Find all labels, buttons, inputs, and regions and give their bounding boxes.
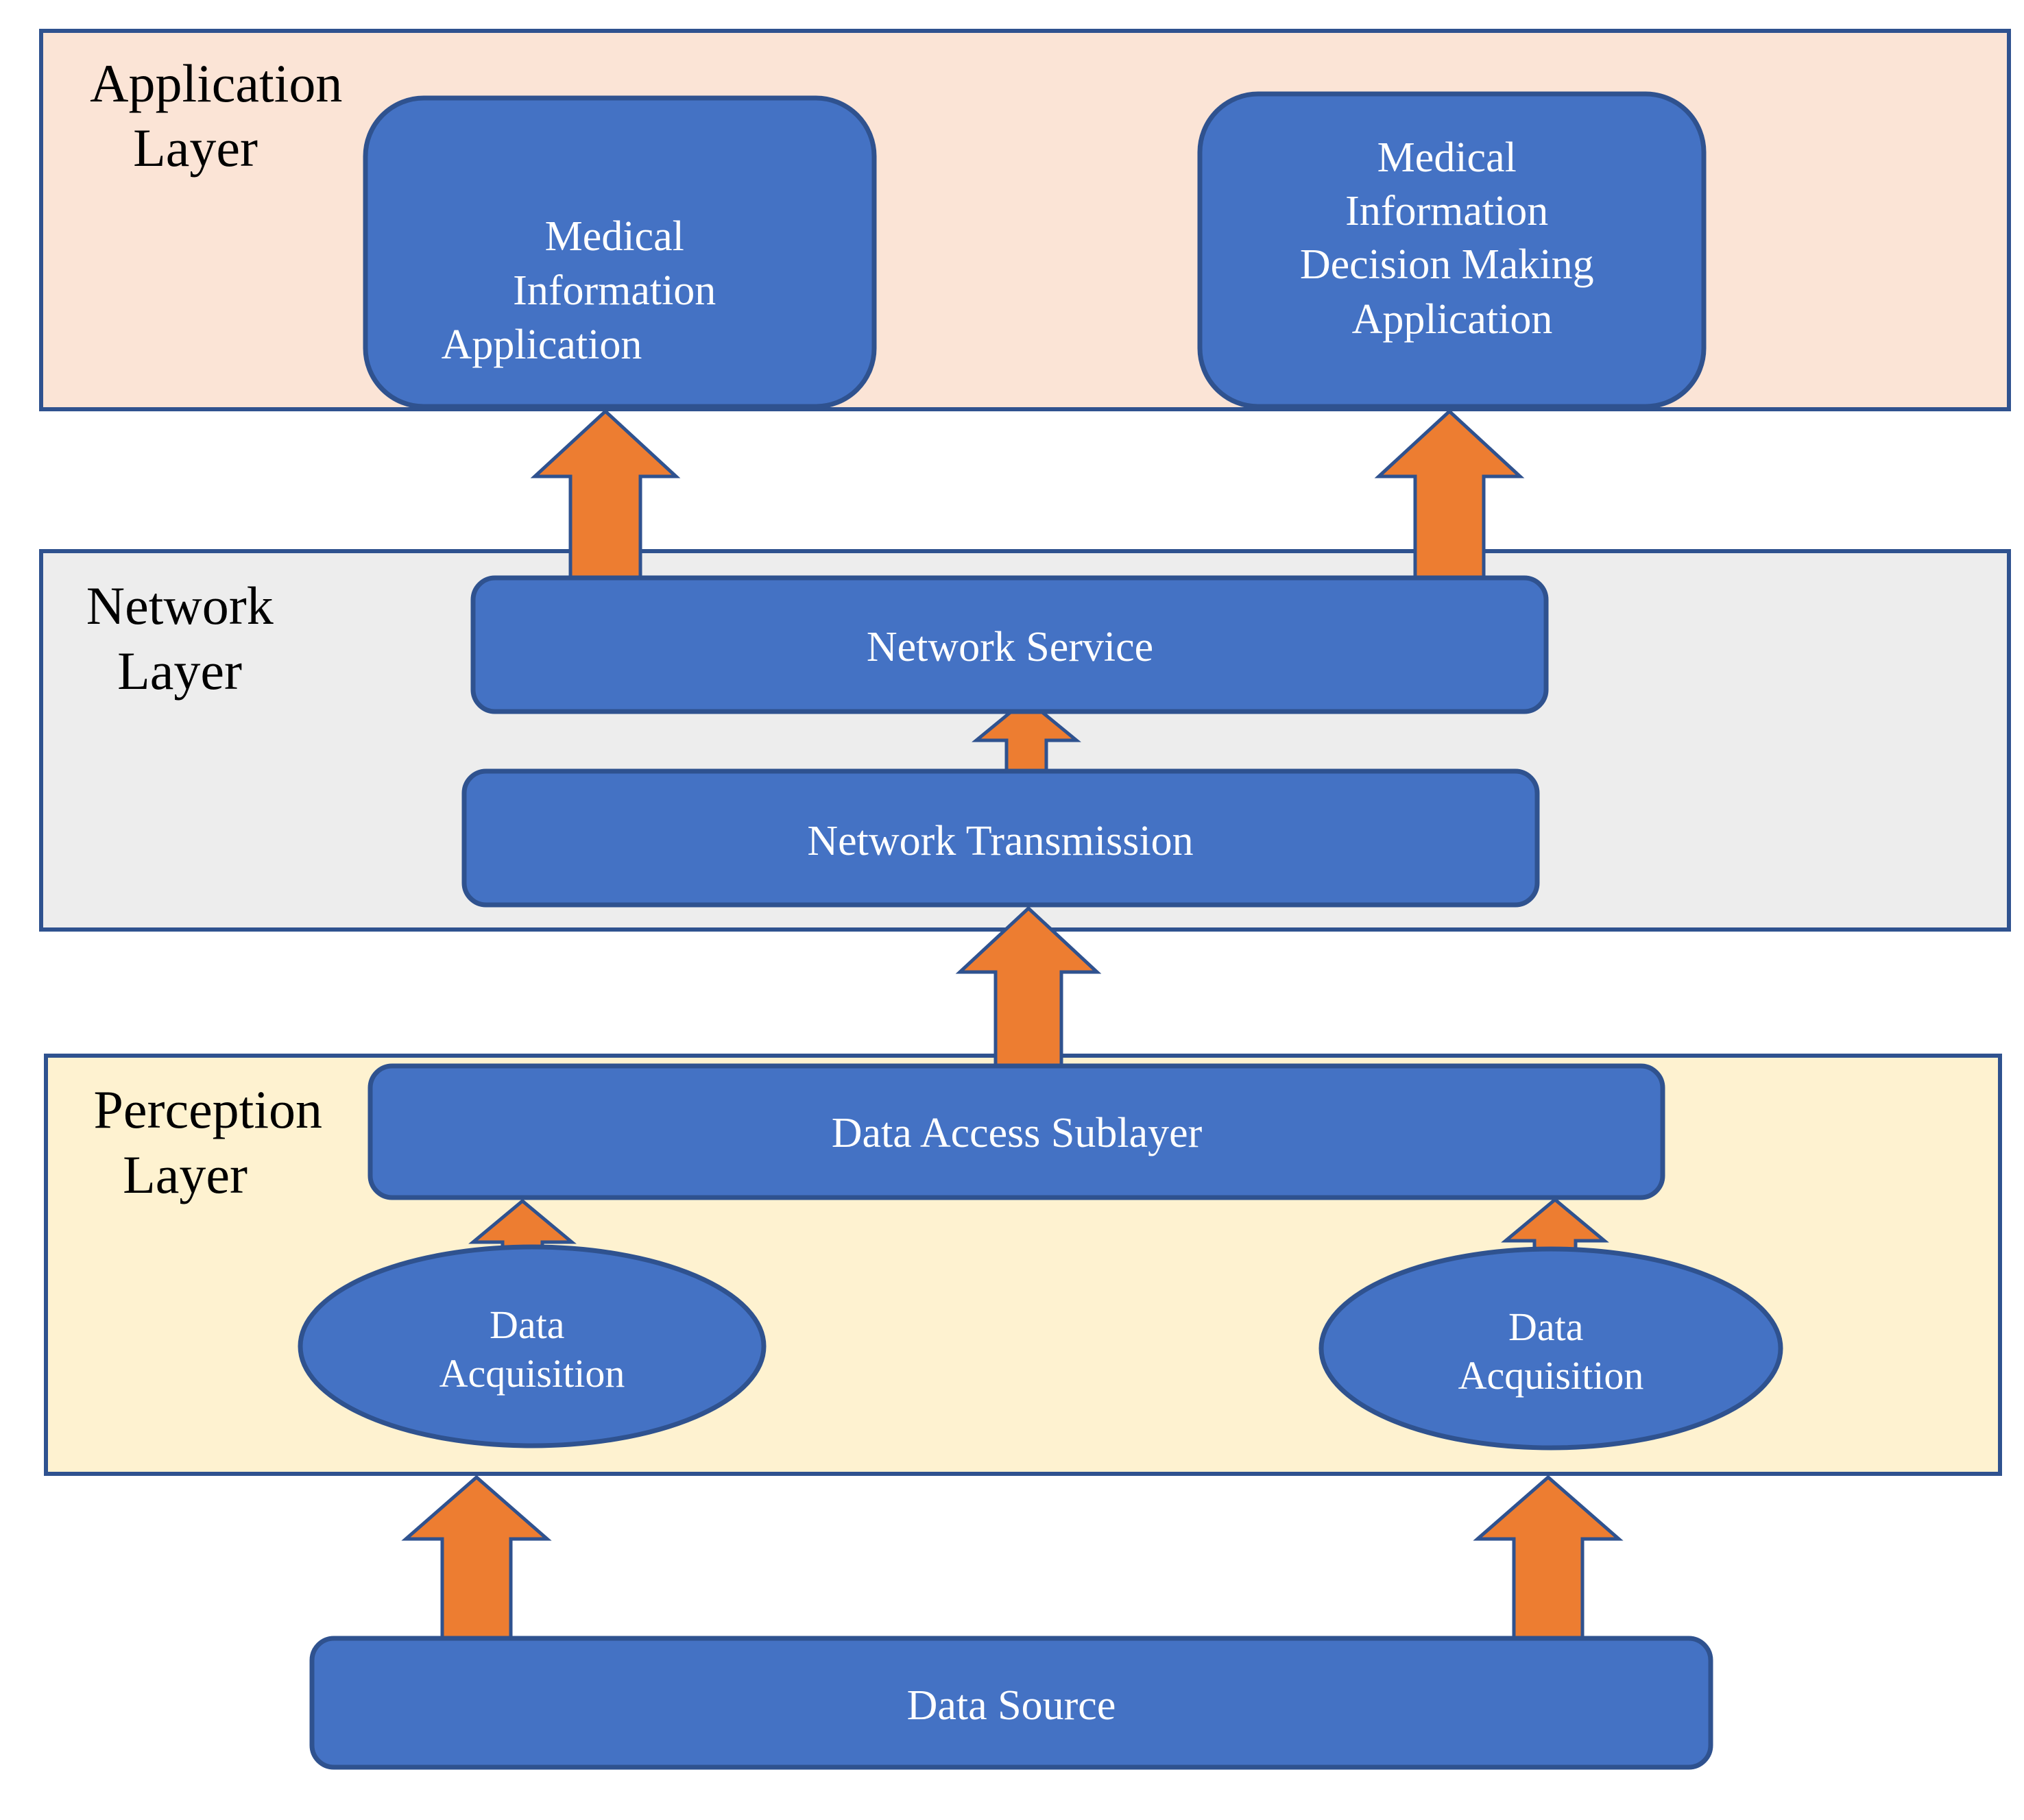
- data-acquisition-left-node: [298, 1244, 767, 1448]
- medical-information-application-line-2: Information: [513, 267, 716, 314]
- application-layer-label: Application Layer: [90, 53, 356, 178]
- data-source-box: [309, 1636, 1713, 1770]
- decision-making-application-line-4: Application: [1352, 296, 1553, 343]
- network-service-label: Network Service: [867, 624, 1153, 670]
- arrow-service-to-medical-app: [530, 409, 681, 581]
- decision-making-application-box: [1197, 91, 1707, 409]
- data-acquisition-left-label: Data Acquisition: [439, 1302, 625, 1396]
- medical-information-application-line-1: Medical: [545, 213, 684, 260]
- network-layer-label-line-1: Network: [86, 576, 274, 635]
- data-acquisition-left-line-2: Acquisition: [439, 1351, 625, 1396]
- arrow-access-to-transmission: [955, 906, 1102, 1071]
- data-source-label: Data Source: [907, 1682, 1116, 1729]
- arrow-service-to-decision-app: [1374, 409, 1525, 581]
- decision-making-application-line-3: Decision Making: [1300, 241, 1594, 288]
- data-access-sublayer-label: Data Access Sublayer: [832, 1110, 1203, 1156]
- data-access-sublayer-box: [368, 1063, 1665, 1200]
- arrow-source-to-acquisition-right: [1473, 1475, 1624, 1644]
- perception-layer-label: Perception Layer: [93, 1080, 335, 1204]
- data-acquisition-right-line-1: Data: [1508, 1305, 1584, 1349]
- perception-layer-label-line-1: Perception: [93, 1080, 322, 1139]
- data-acquisition-left-line-1: Data: [490, 1302, 565, 1347]
- decision-making-application-line-1: Medical: [1377, 134, 1517, 181]
- data-acquisition-right-line-2: Acquisition: [1458, 1353, 1644, 1398]
- network-layer-label: Network Layer: [86, 576, 287, 701]
- decision-making-application-line-2: Information: [1345, 188, 1548, 234]
- arrow-source-to-acquisition-left: [401, 1475, 552, 1644]
- medical-information-application-label: Medical Information Application: [442, 213, 727, 368]
- application-layer-label-line-1: Application: [90, 53, 342, 113]
- network-layer-label-line-2: Layer: [117, 641, 242, 701]
- application-layer-label-line-2: Layer: [133, 118, 258, 178]
- network-service-box: [470, 575, 1549, 714]
- network-transmission-box: [461, 768, 1540, 908]
- medical-information-application-line-3: Application: [442, 321, 642, 368]
- network-transmission-label: Network Transmission: [807, 818, 1193, 864]
- data-acquisition-right-label: Data Acquisition: [1458, 1305, 1644, 1398]
- decision-making-application-label: Medical Information Decision Making Appl…: [1300, 134, 1604, 343]
- data-acquisition-right-node: [1318, 1246, 1783, 1451]
- medical-information-application-box: [363, 95, 877, 409]
- perception-layer-label-line-2: Layer: [123, 1145, 248, 1204]
